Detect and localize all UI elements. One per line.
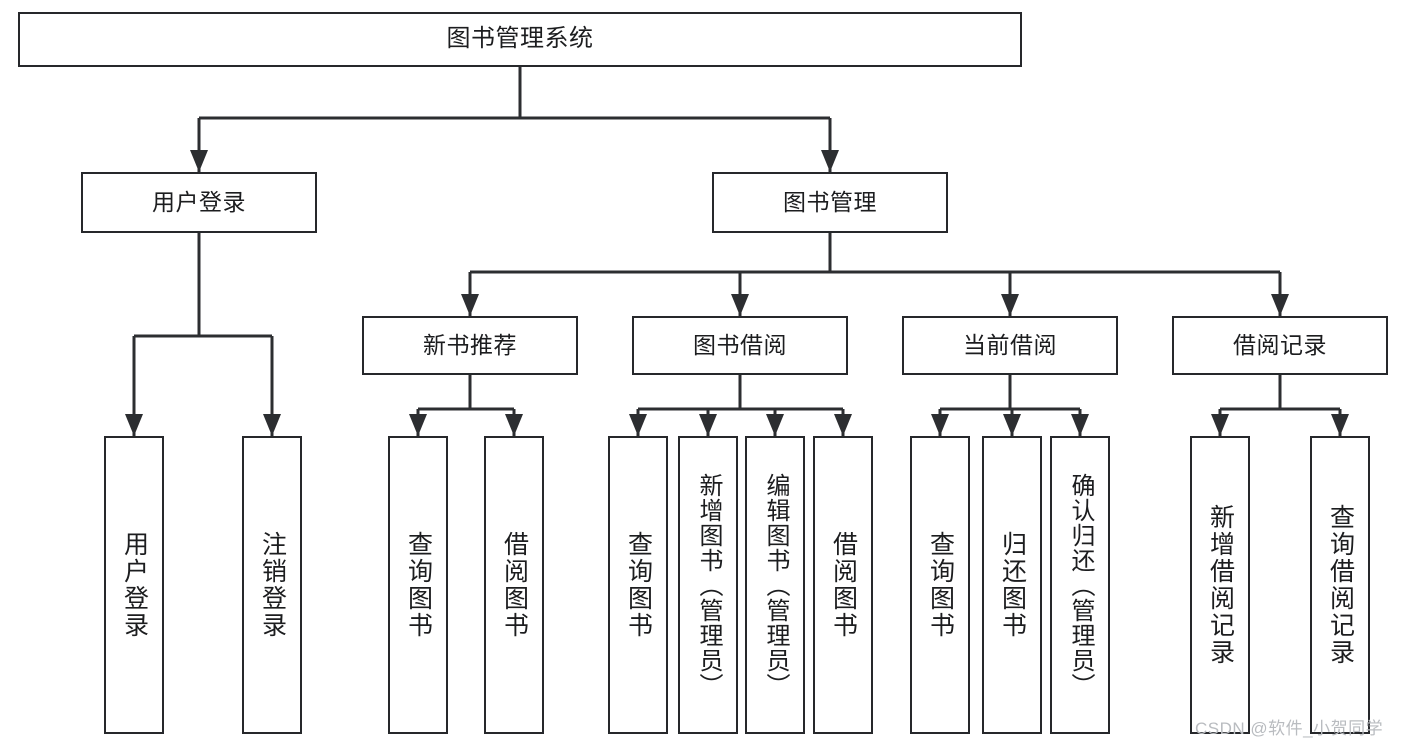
watermark-text: CSDN @软件_小贺同学	[1195, 719, 1384, 738]
bus-book-borrow-arrow-leaf-query-book-borrow	[629, 414, 647, 436]
node-leaf-user-login[interactable]: 用户登录	[104, 436, 164, 734]
node-label-leaf-add-book-admin: 新增图书（管理员）	[695, 472, 722, 698]
bus-borrow-records-arrow-leaf-query-borrow-record	[1331, 414, 1349, 436]
node-leaf-return-book[interactable]: 归还图书	[982, 436, 1042, 734]
bus-current-borrow-arrow-leaf-confirm-return-admin	[1071, 414, 1089, 436]
node-leaf-query-borrow-record[interactable]: 查询借阅记录	[1310, 436, 1370, 734]
node-book-borrow[interactable]: 图书借阅	[632, 316, 848, 375]
node-label-leaf-return-book: 归还图书	[998, 531, 1027, 639]
node-leaf-query-book-current[interactable]: 查询图书	[910, 436, 970, 734]
node-borrow-records[interactable]: 借阅记录	[1172, 316, 1388, 375]
node-leaf-query-book-borrow[interactable]: 查询图书	[608, 436, 668, 734]
node-leaf-logout[interactable]: 注销登录	[242, 436, 302, 734]
bus-root-arrow-book-management	[821, 150, 839, 172]
bus-book-management-arrow-new-book-recommend	[461, 294, 479, 316]
bus-book-management-arrow-book-borrow	[731, 294, 749, 316]
node-label-leaf-borrow-book-recommend: 借阅图书	[500, 531, 529, 639]
node-label-book-management: 图书管理	[783, 188, 877, 215]
node-root[interactable]: 图书管理系统	[18, 12, 1022, 67]
node-leaf-add-borrow-record[interactable]: 新增借阅记录	[1190, 436, 1250, 734]
node-label-current-borrow: 当前借阅	[963, 331, 1057, 358]
node-leaf-borrow-book-recommend[interactable]: 借阅图书	[484, 436, 544, 734]
bus-new-book-recommend-arrow-leaf-borrow-book-recommend	[505, 414, 523, 436]
bus-new-book-recommend-arrow-leaf-query-book-recommend	[409, 414, 427, 436]
node-label-root: 图书管理系统	[446, 25, 594, 53]
node-label-leaf-add-borrow-record: 新增借阅记录	[1206, 504, 1235, 666]
node-leaf-add-book-admin[interactable]: 新增图书（管理员）	[678, 436, 738, 734]
node-label-leaf-query-book-current: 查询图书	[926, 531, 955, 639]
node-label-book-borrow: 图书借阅	[693, 331, 787, 358]
node-new-book-recommend[interactable]: 新书推荐	[362, 316, 578, 375]
bus-book-borrow-arrow-leaf-add-book-admin	[699, 414, 717, 436]
bus-current-borrow-arrow-leaf-return-book	[1003, 414, 1021, 436]
node-label-leaf-user-login: 用户登录	[120, 531, 149, 639]
node-label-leaf-query-book-borrow: 查询图书	[624, 531, 653, 639]
node-label-leaf-confirm-return-admin: 确认归还（管理员）	[1067, 472, 1094, 698]
node-label-borrow-records: 借阅记录	[1233, 331, 1327, 358]
node-leaf-confirm-return-admin[interactable]: 确认归还（管理员）	[1050, 436, 1110, 734]
node-label-new-book-recommend: 新书推荐	[423, 331, 517, 358]
bus-book-borrow-arrow-leaf-borrow-book	[834, 414, 852, 436]
node-current-borrow[interactable]: 当前借阅	[902, 316, 1118, 375]
node-label-leaf-borrow-book: 借阅图书	[829, 531, 858, 639]
node-leaf-edit-book-admin[interactable]: 编辑图书（管理员）	[745, 436, 805, 734]
bus-current-borrow-arrow-leaf-query-book-current	[931, 414, 949, 436]
bus-book-borrow-arrow-leaf-edit-book-admin	[766, 414, 784, 436]
node-label-leaf-edit-book-admin: 编辑图书（管理员）	[762, 472, 789, 698]
node-label-leaf-query-book-recommend: 查询图书	[404, 531, 433, 639]
bus-book-management-arrow-borrow-records	[1271, 294, 1289, 316]
node-book-management[interactable]: 图书管理	[712, 172, 948, 233]
node-label-leaf-query-borrow-record: 查询借阅记录	[1326, 504, 1355, 666]
bus-user-login-arrow-leaf-logout	[263, 414, 281, 436]
node-user-login[interactable]: 用户登录	[81, 172, 317, 233]
bus-borrow-records-arrow-leaf-add-borrow-record	[1211, 414, 1229, 436]
node-leaf-borrow-book[interactable]: 借阅图书	[813, 436, 873, 734]
node-leaf-query-book-recommend[interactable]: 查询图书	[388, 436, 448, 734]
bus-root-arrow-user-login	[190, 150, 208, 172]
bus-book-management-arrow-current-borrow	[1001, 294, 1019, 316]
bus-user-login-arrow-leaf-user-login	[125, 414, 143, 436]
node-label-user-login: 用户登录	[152, 188, 246, 215]
node-label-leaf-logout: 注销登录	[258, 531, 287, 639]
